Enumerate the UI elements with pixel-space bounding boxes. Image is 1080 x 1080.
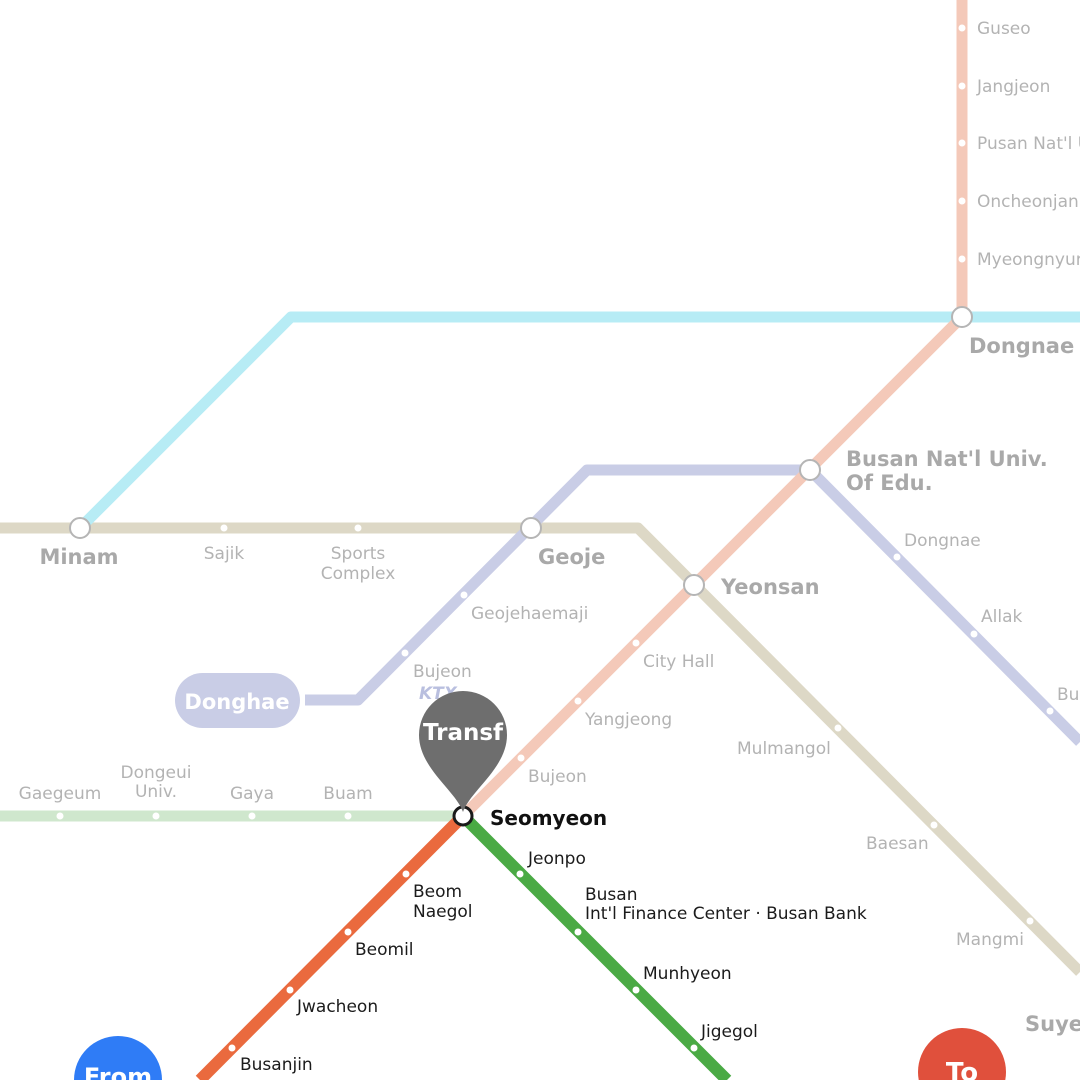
station-dot-gaya[interactable] xyxy=(248,812,256,820)
label-dongnae-donghae: Dongnae xyxy=(904,531,981,551)
station-dot-jigegol[interactable] xyxy=(690,1044,698,1052)
label-mangmi: Mangmi xyxy=(956,930,1024,950)
station-dot-beomil[interactable] xyxy=(344,928,352,936)
station-dot-gaegeum[interactable] xyxy=(56,812,64,820)
label-busanjin: Busanjin xyxy=(240,1055,313,1075)
label-yeonsan: Yeonsan xyxy=(720,575,820,599)
label-dongnae-line1: Dongnae xyxy=(969,334,1074,358)
active-station-labels: Seomyeon Jeonpo Beom Naegol Busan Int'l … xyxy=(240,806,867,1075)
transfer-geoje[interactable] xyxy=(520,517,542,539)
label-busan-edu-1: Busan Nat'l Univ. xyxy=(846,447,1048,471)
label-bu: Bu xyxy=(1057,685,1079,705)
donghae-pill-label: Donghae xyxy=(184,690,289,714)
station-dot-yangjeong[interactable] xyxy=(574,697,582,705)
label-allak: Allak xyxy=(981,607,1022,627)
label-busan-ifc-1: Busan xyxy=(585,885,638,905)
label-jangjeon: Jangjeon xyxy=(976,77,1050,97)
line-1-active xyxy=(195,811,468,1080)
station-dot-jeonpo[interactable] xyxy=(516,870,524,878)
station-dot-bujeon-line1[interactable] xyxy=(517,754,525,762)
station-dot-baesan[interactable] xyxy=(930,821,938,829)
station-labels: Guseo Jangjeon Pusan Nat'l U Oncheonjan … xyxy=(19,19,1080,1036)
label-baesan: Baesan xyxy=(866,834,929,854)
label-buam: Buam xyxy=(323,784,372,804)
to-marker[interactable]: To xyxy=(918,1028,1006,1080)
label-jigegol: Jigegol xyxy=(700,1022,758,1042)
label-seomyeon: Seomyeon xyxy=(490,806,607,830)
line-1 xyxy=(459,0,968,820)
station-dot-mangmi[interactable] xyxy=(1026,917,1034,925)
station-dot-pusan-natl[interactable] xyxy=(958,139,966,147)
station-dot-allak[interactable] xyxy=(970,630,978,638)
station-dot-busan-ifc[interactable] xyxy=(574,928,582,936)
label-busan-edu-2: Of Edu. xyxy=(846,471,933,495)
label-oncheonjang: Oncheonjan xyxy=(977,192,1079,212)
label-beomil: Beomil xyxy=(355,940,414,960)
station-dot-beom-naegol[interactable] xyxy=(402,870,410,878)
station-dot-city-hall[interactable] xyxy=(632,639,640,647)
label-mulmangol: Mulmangol xyxy=(737,739,831,759)
station-dot-busanjin[interactable] xyxy=(228,1044,236,1052)
transfer-minam[interactable] xyxy=(69,517,91,539)
label-myeongnyun: Myeongnyur xyxy=(977,250,1080,270)
station-dot-dongnae-donghae[interactable] xyxy=(893,553,901,561)
from-marker-label: From xyxy=(84,1063,152,1080)
label-yangjeong: Yangjeong xyxy=(584,710,672,730)
label-munhyeon: Munhyeon xyxy=(643,964,732,984)
transfer-marker[interactable]: Transf xyxy=(419,691,507,812)
label-beom-1: Beom xyxy=(413,882,462,902)
line-4 xyxy=(76,311,1080,532)
label-sports-1: Sports xyxy=(331,544,386,564)
transfer-stations xyxy=(69,306,973,596)
label-geojehaemaji: Geojehaemaji xyxy=(471,604,588,624)
label-beom-2: Naegol xyxy=(413,902,473,922)
label-busan-ifc-2: Int'l Finance Center · Busan Bank xyxy=(585,904,867,924)
label-dongeui-2: Univ. xyxy=(135,782,177,802)
label-bujeon-donghae: Bujeon xyxy=(413,662,472,682)
transfer-yeonsan[interactable] xyxy=(683,574,705,596)
station-dot-bu[interactable] xyxy=(1046,707,1054,715)
to-marker-label: To xyxy=(946,1058,978,1080)
transfer-dongnae[interactable] xyxy=(951,306,973,328)
station-dot-myeongnyun[interactable] xyxy=(958,255,966,263)
line-3 xyxy=(0,522,1080,976)
label-sports-2: Complex xyxy=(321,564,396,584)
from-marker[interactable]: From xyxy=(74,1036,162,1080)
station-dot-geojehaemaji[interactable] xyxy=(460,591,468,599)
station-dot-dongeui-univ[interactable] xyxy=(152,812,160,820)
label-guseo: Guseo xyxy=(977,19,1031,39)
station-dot-mulmangol[interactable] xyxy=(834,724,842,732)
line-2-active xyxy=(458,811,732,1080)
label-minam: Minam xyxy=(39,545,118,569)
station-dot-munhyeon[interactable] xyxy=(632,986,640,994)
transfer-pin-icon xyxy=(419,691,507,812)
transfer-marker-label: Transf xyxy=(423,720,504,746)
station-dots xyxy=(56,24,1054,1052)
station-dot-sajik[interactable] xyxy=(220,524,228,532)
station-dot-oncheonjang[interactable] xyxy=(958,197,966,205)
donghae-line xyxy=(305,464,1080,746)
station-dot-guseo[interactable] xyxy=(958,24,966,32)
label-suyeong: Suyeo xyxy=(1025,1012,1080,1036)
label-jeonpo: Jeonpo xyxy=(527,849,586,869)
label-bujeon-line1: Bujeon xyxy=(528,767,587,787)
label-geoje: Geoje xyxy=(538,545,605,569)
to-circle xyxy=(918,1028,1006,1080)
transfer-busan-edu[interactable] xyxy=(799,459,821,481)
donghae-pill[interactable] xyxy=(175,673,300,728)
label-sajik: Sajik xyxy=(204,544,245,564)
station-dot-jangjeon[interactable] xyxy=(958,82,966,90)
from-circle xyxy=(74,1036,162,1080)
label-pusan-natl: Pusan Nat'l U xyxy=(977,134,1080,154)
label-dongeui-1: Dongeui xyxy=(120,763,191,783)
station-dot-bujeon-donghae[interactable] xyxy=(401,649,409,657)
label-city-hall: City Hall xyxy=(643,652,714,672)
station-dot-buam[interactable] xyxy=(344,812,352,820)
label-jwacheon: Jwacheon xyxy=(296,997,378,1017)
label-gaya: Gaya xyxy=(230,784,274,804)
station-dot-jwacheon[interactable] xyxy=(286,986,294,994)
label-gaegeum: Gaegeum xyxy=(19,784,102,804)
station-dot-sports-complex[interactable] xyxy=(354,524,362,532)
